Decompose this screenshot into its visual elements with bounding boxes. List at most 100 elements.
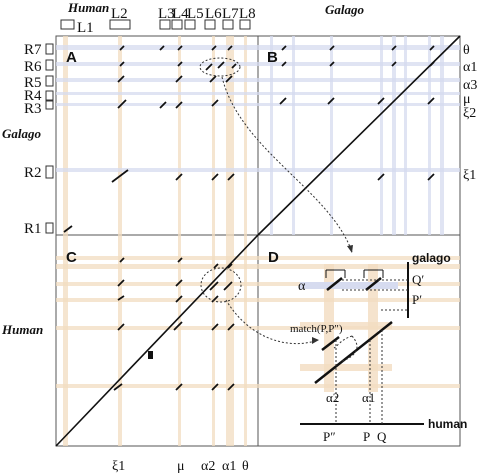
match-segment-40 — [227, 263, 233, 269]
top-label-l5: L5 — [187, 6, 204, 22]
side-species-galago: Galago — [2, 126, 42, 141]
panel-label-c: C — [66, 249, 77, 266]
row-label-r5: R5 — [24, 75, 42, 91]
match-segment-10 — [117, 75, 125, 83]
orange-vband-0 — [63, 36, 68, 446]
top-species-human: Human — [67, 0, 109, 15]
row-label-r3: R3 — [24, 101, 42, 117]
arrow-to-panel-d-galago — [221, 76, 353, 253]
panel-label-a: A — [66, 49, 77, 66]
match-segment-50 — [211, 323, 219, 331]
right-label-theta: θ — [463, 43, 470, 58]
right-label-xi2: ξ2 — [463, 106, 476, 121]
arrow-to-panel-d-human — [225, 299, 319, 345]
match-segment-51 — [227, 323, 235, 331]
match-segments — [63, 45, 435, 391]
row-label-r1: R1 — [24, 221, 42, 237]
blue-hband-0 — [56, 45, 460, 50]
top-legend-boxes — [60, 19, 251, 30]
match-segment-22 — [63, 225, 73, 233]
right-label-alpha1: α1 — [463, 60, 477, 75]
match-segment-46 — [175, 295, 183, 303]
top-label-l1: L1 — [77, 20, 94, 36]
match-segment-53 — [175, 383, 183, 391]
match-segment-13 — [225, 75, 233, 83]
panel-d-human: human — [428, 417, 467, 431]
row-legend-boxes — [45, 43, 54, 234]
match-segment-6 — [177, 61, 183, 67]
panel-d-galago: galago — [412, 251, 451, 265]
blue-hband-5 — [56, 168, 460, 172]
orange-vband-2 — [178, 36, 181, 446]
orange-vertical-bands — [63, 36, 247, 446]
panel-label-b: B — [267, 49, 278, 66]
blue-vband-0 — [270, 36, 273, 235]
match-segment-35 — [377, 173, 385, 181]
panel-d-alpha2: α2 — [326, 390, 339, 405]
arrowhead-2 — [312, 337, 319, 344]
match-segment-15 — [159, 101, 167, 109]
blue-vertical-bands — [270, 36, 444, 235]
match-segment-36 — [427, 173, 435, 181]
bottom-label-alpha1: α1 — [222, 459, 236, 474]
bottom-label-mu: μ — [177, 459, 185, 474]
blue-vband-3 — [380, 36, 383, 235]
blue-hband-2 — [56, 78, 460, 82]
match-segment-4 — [227, 45, 233, 51]
match-segment-38 — [177, 257, 183, 263]
match-segment-9 — [231, 63, 237, 69]
match-segment-18 — [111, 169, 129, 183]
row-label-r6: R6 — [24, 59, 42, 75]
orange-hband-0 — [56, 256, 460, 260]
match-segment-42 — [175, 279, 183, 287]
top-label-l7: L7 — [222, 6, 239, 22]
panel-d-alpha1: α1 — [362, 390, 375, 405]
row-label-r7: R7 — [24, 42, 42, 58]
match-segment-5 — [119, 61, 125, 67]
match-segment-41 — [117, 279, 125, 287]
right-label-alpha3: α3 — [463, 78, 477, 93]
bottom-label-theta: θ — [242, 459, 249, 474]
match-segment-45 — [117, 295, 125, 301]
orange-hband-4 — [56, 326, 460, 330]
ellipse-galago-region — [199, 57, 241, 77]
match-segment-25 — [391, 45, 397, 51]
blue-vband-4 — [392, 36, 396, 235]
match-segment-29 — [391, 61, 397, 67]
orange-vband-6 — [244, 36, 247, 446]
match-segment-12 — [209, 75, 217, 83]
match-segment-19 — [175, 173, 183, 181]
orange-hband-1 — [56, 264, 460, 269]
match-segment-30 — [429, 61, 435, 67]
orange-hband-3 — [56, 298, 460, 302]
match-segment-3 — [211, 45, 217, 51]
match-segment-28 — [329, 61, 335, 67]
diagonal-marker — [148, 351, 153, 359]
right-label-mu: μ — [463, 92, 471, 107]
match-segment-27 — [281, 61, 287, 67]
diagonal-human — [55, 234, 259, 447]
top-label-l8: L8 — [239, 6, 256, 22]
match-segment-49 — [173, 321, 183, 331]
orange-vband-5 — [230, 36, 234, 446]
match-segment-11 — [175, 75, 183, 83]
panel-d-p: P — [363, 429, 370, 444]
match-segment-23 — [281, 45, 287, 51]
blue-hband-1 — [56, 62, 460, 66]
blue-vband-5 — [404, 36, 407, 235]
panel-d-q: Q — [377, 429, 387, 444]
panel-label-d: D — [268, 249, 279, 266]
bottom-label-alpha2: α2 — [201, 459, 215, 474]
top-label-l2: L2 — [111, 6, 128, 22]
panel-d-q-prime: Q′ — [412, 272, 424, 287]
blue-vband-6 — [428, 36, 431, 235]
match-segment-43 — [209, 281, 219, 291]
match-segment-52 — [113, 383, 123, 391]
match-segment-24 — [329, 45, 335, 51]
match-segment-16 — [175, 101, 183, 109]
blue-vband-2 — [330, 36, 333, 235]
match-segment-26 — [429, 45, 435, 51]
match-segment-17 — [211, 99, 219, 107]
match-segment-1 — [159, 45, 165, 51]
